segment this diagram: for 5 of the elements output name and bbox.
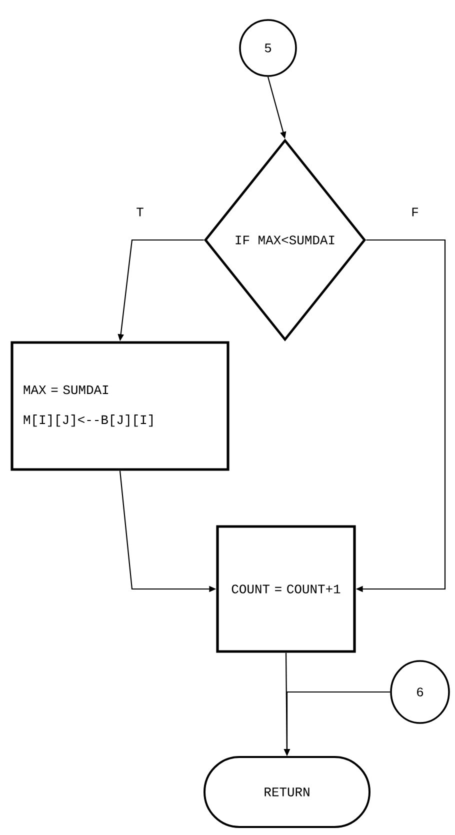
terminal-box: RETURN <box>204 756 370 828</box>
process-box: MAX = SUMDAI M[I][J]<--B[J][I] <box>10 341 230 471</box>
edge-label: T <box>135 206 145 218</box>
process-box: COUNT = COUNT+1 <box>216 525 356 653</box>
edge-label: F <box>410 206 420 218</box>
